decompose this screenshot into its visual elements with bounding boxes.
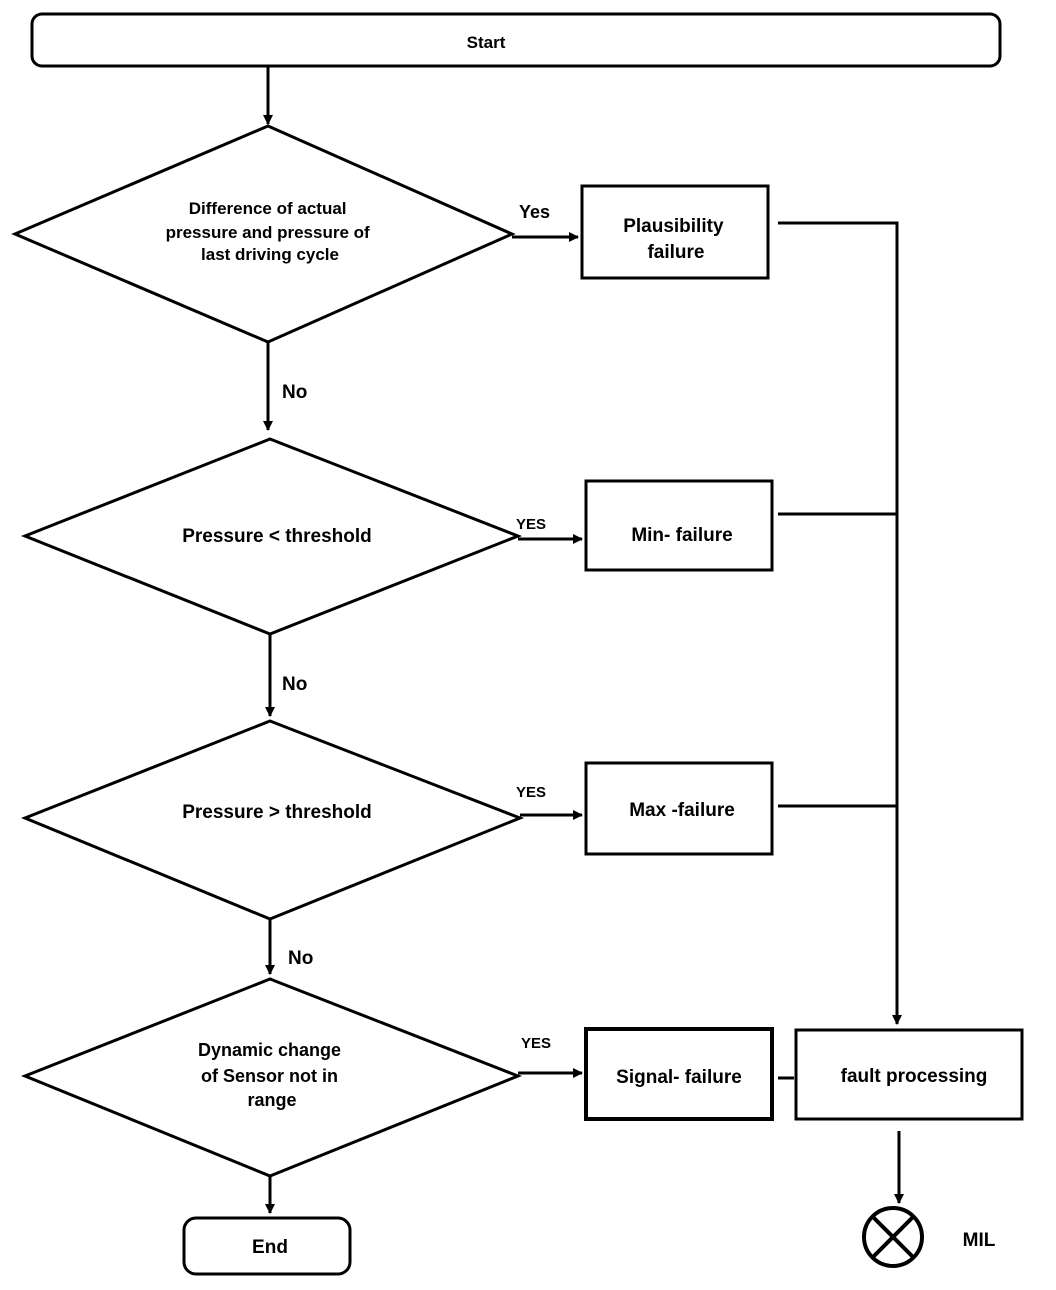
plausibility-failure-line-2: failure xyxy=(647,242,704,263)
decision-dynamic xyxy=(20,977,523,1178)
decision-max xyxy=(20,719,525,921)
mil-lamp-icon xyxy=(862,1206,924,1268)
decision-difference xyxy=(11,124,516,344)
plausibility-failure-label: Plausibility failure xyxy=(623,216,729,263)
end-label: End xyxy=(252,1237,288,1258)
min-failure-box xyxy=(584,479,774,572)
plausibility-failure-line-1: Plausibility xyxy=(623,216,724,237)
decision-difference-line-1: Difference of actual xyxy=(189,199,347,218)
decision-dynamic-line-2: of Sensor not in xyxy=(201,1066,338,1086)
no-label-min: No xyxy=(282,674,307,695)
no-label-difference: No xyxy=(282,382,307,403)
decision-difference-line-3: last driving cycle xyxy=(201,245,339,264)
fault-processing-box xyxy=(794,1028,1024,1121)
decision-dynamic-label: Dynamic change of Sensor not in range xyxy=(198,1040,346,1110)
plausibility-failure-box xyxy=(580,184,770,280)
min-failure-label: Min- failure xyxy=(631,525,732,546)
decision-min xyxy=(20,437,523,636)
edge-plausibility-to-bus xyxy=(778,221,902,1025)
yes-label-dynamic: YES xyxy=(521,1035,551,1052)
fault-processing-label: fault processing xyxy=(841,1066,988,1087)
decision-dynamic-line-3: range xyxy=(247,1090,296,1110)
yes-label-max: YES xyxy=(516,784,546,801)
signal-failure-box xyxy=(584,1027,774,1121)
decision-max-label: Pressure > threshold xyxy=(182,802,372,823)
decision-difference-line-2: pressure and pressure of xyxy=(166,223,370,242)
no-label-max: No xyxy=(288,948,313,969)
yes-label-min: YES xyxy=(516,516,546,533)
decision-min-label: Pressure < threshold xyxy=(182,526,372,547)
signal-failure-label: Signal- failure xyxy=(616,1067,742,1088)
start-label: Start xyxy=(467,33,506,52)
start-terminal xyxy=(30,12,1002,68)
yes-label-difference: Yes xyxy=(519,202,550,222)
max-failure-label: Max -failure xyxy=(629,800,735,821)
decision-difference-label: Difference of actual pressure and pressu… xyxy=(166,199,375,264)
mil-label: MIL xyxy=(963,1230,996,1251)
decision-dynamic-line-1: Dynamic change xyxy=(198,1040,341,1060)
max-failure-box xyxy=(584,761,774,856)
end-terminal xyxy=(182,1216,352,1276)
